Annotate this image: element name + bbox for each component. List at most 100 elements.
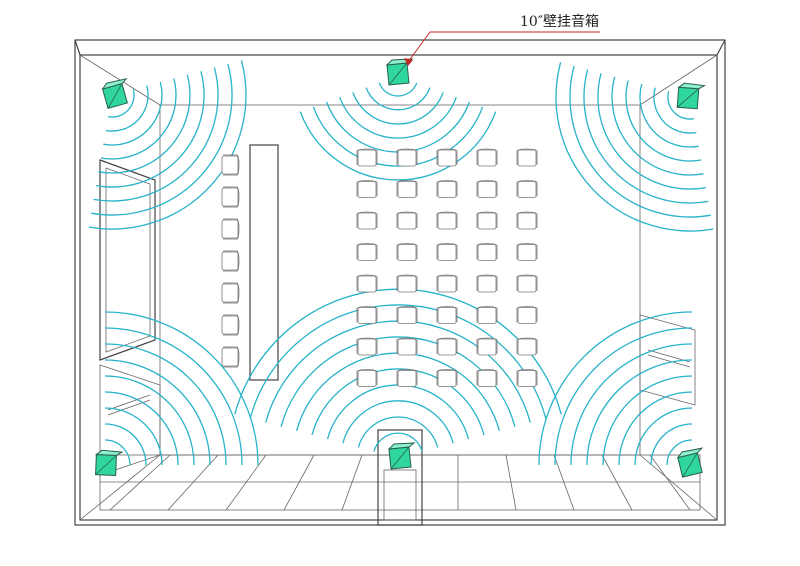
wall-speaker-icon <box>94 449 124 476</box>
sound-wave-top-left <box>108 89 135 118</box>
chair-icon <box>356 306 378 324</box>
sound-wave-top-right <box>625 80 702 162</box>
floor-grid-divider <box>341 454 363 511</box>
chair-icon <box>396 148 418 167</box>
sound-wave-bottom-left <box>104 343 227 466</box>
sound-wave-bottom-left <box>104 311 259 466</box>
chair-icon <box>221 314 240 336</box>
wall-speaker-icon <box>101 77 129 110</box>
chair-icon <box>476 274 498 293</box>
sound-wave-top <box>378 82 418 97</box>
sound-wave-bottom-right <box>570 343 693 466</box>
chair-icon <box>436 148 458 167</box>
sound-wave-top-right <box>583 69 709 204</box>
chair-icon <box>516 180 538 198</box>
sound-wave-top <box>312 106 484 167</box>
sound-wave-top-right <box>611 76 704 176</box>
sound-wave-top-right <box>597 73 707 190</box>
sound-wave-bottom-left <box>104 359 211 466</box>
floor-grid <box>99 454 701 511</box>
chair-icon <box>396 337 418 356</box>
right-cabinet-outline <box>639 314 696 406</box>
long-table <box>249 144 279 381</box>
chair-icon <box>356 274 378 293</box>
sound-waves <box>88 60 714 466</box>
table-top <box>249 144 279 381</box>
chair-icon <box>476 148 498 167</box>
chair-icon <box>221 346 240 368</box>
wall-speaker-icon <box>676 82 706 110</box>
perspective-line-tr <box>639 54 718 106</box>
sound-wave-bottom-right <box>650 423 693 466</box>
floor-grid-divider <box>601 454 633 511</box>
chair-icon <box>356 211 378 230</box>
callout-leader <box>407 31 431 63</box>
sound-wave-bottom <box>342 400 454 444</box>
chair-icon <box>221 218 240 240</box>
sound-wave-top-right <box>569 65 711 218</box>
sound-wave-bottom-right <box>586 359 693 466</box>
chair-icon <box>516 369 538 387</box>
floor-grid-divider <box>649 454 691 511</box>
sound-wave-bottom-right <box>538 311 693 466</box>
sound-wave-top-right <box>653 87 697 134</box>
floor-grid-divider <box>109 454 171 511</box>
sound-wave-bottom-left <box>104 375 195 466</box>
chair-icon <box>436 211 458 230</box>
chair-icon <box>476 369 498 387</box>
speakers <box>94 58 706 478</box>
sound-wave-bottom-left <box>104 439 131 466</box>
chair-icon <box>356 180 378 198</box>
callout-label: 10″壁挂音箱 <box>520 13 599 30</box>
floor-grid-divider <box>283 454 315 511</box>
wall-speaker-icon <box>676 447 704 478</box>
chair-icon <box>356 337 378 356</box>
podium-panel <box>383 469 417 521</box>
sound-wave-top <box>365 87 431 111</box>
seating-area <box>221 148 538 387</box>
sound-wave-bottom <box>357 416 439 448</box>
sound-wave-top-left <box>88 60 247 230</box>
screen-outline <box>99 159 156 361</box>
chair-icon <box>476 211 498 230</box>
chair-icon <box>476 243 498 261</box>
podium <box>377 429 423 526</box>
sound-wave-bottom-left <box>104 407 163 466</box>
sound-wave-top-right <box>555 62 714 232</box>
chair-icon <box>516 211 538 230</box>
chair-icon <box>476 180 498 198</box>
floor-grid-divider <box>505 454 517 511</box>
chair-icon <box>516 337 538 356</box>
right-shelf-2 <box>647 354 691 368</box>
chair-icon <box>221 154 240 176</box>
perspective-line-bl <box>79 454 161 521</box>
sound-wave-bottom-right <box>602 375 693 466</box>
chair-icon <box>516 306 538 324</box>
sound-wave-bottom <box>373 432 423 452</box>
perspective-line-br <box>639 454 718 521</box>
wall-corner-tl <box>74 39 81 56</box>
sound-wave-bottom <box>311 368 485 436</box>
sound-wave-bottom-left <box>104 391 179 466</box>
chair-icon <box>476 306 498 324</box>
floor-grid-divider <box>553 454 575 511</box>
sound-wave-bottom <box>326 384 470 440</box>
chair-icon <box>436 337 458 356</box>
chair-icon <box>396 243 418 261</box>
sound-wave-bottom-right <box>618 391 693 466</box>
chair-icon <box>516 274 538 293</box>
chair-icon <box>436 243 458 261</box>
sound-wave-top <box>352 92 444 125</box>
chair-icon <box>356 148 378 167</box>
wall-speaker-icon <box>387 442 416 470</box>
chair-icon <box>396 211 418 230</box>
sound-wave-bottom <box>249 304 547 419</box>
chair-icon <box>396 306 418 324</box>
chair-icon <box>396 274 418 293</box>
wall-corner-tr <box>716 39 726 56</box>
chair-icon <box>396 369 418 387</box>
sound-wave-bottom-right <box>666 439 693 466</box>
chair-icon <box>221 282 240 304</box>
